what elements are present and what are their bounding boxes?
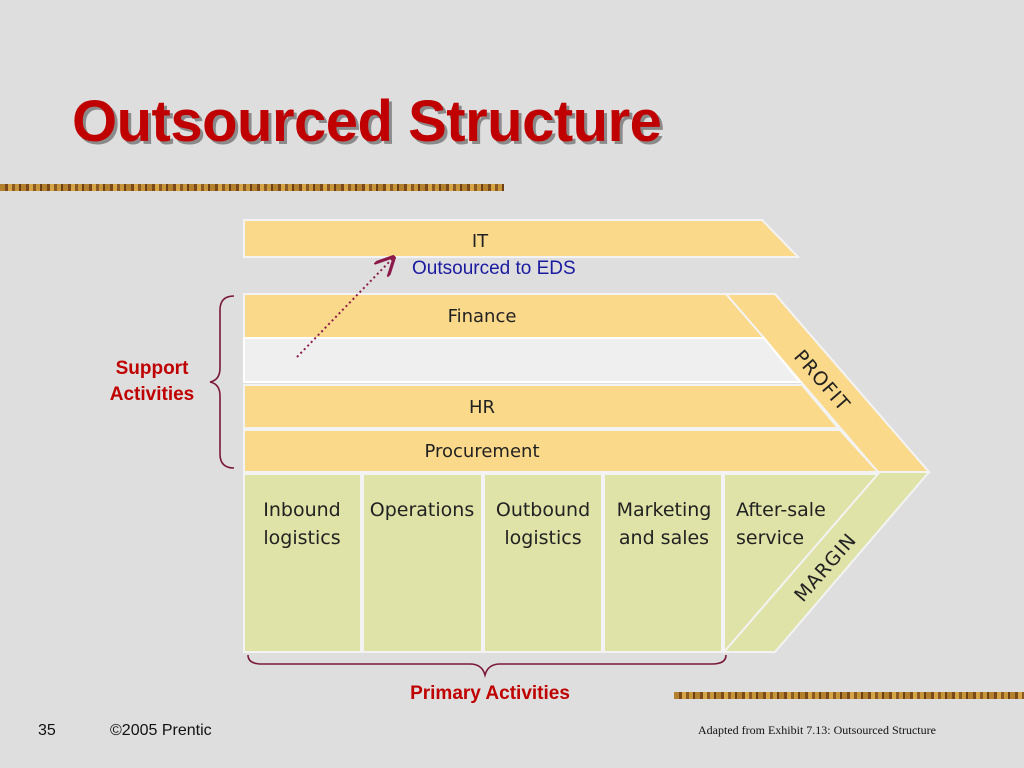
primary-box-marketing [603, 473, 723, 653]
primary-label-outbound-1: Outbound [496, 499, 590, 521]
support-bar-blank [243, 337, 803, 383]
primary-box-service [723, 473, 881, 655]
profit-wedge [723, 293, 932, 473]
slide-title: Outsourced Structure [72, 89, 662, 154]
primary-label-inbound-2: logistics [263, 527, 340, 549]
primary-label-marketing-1: Marketing [617, 499, 712, 521]
page-number: 35 [38, 722, 56, 739]
primary-label-outbound-2: logistics [504, 527, 581, 549]
primary-box-inbound [243, 473, 362, 653]
copyright-text: ©2005 Prentic [110, 722, 212, 739]
primary-box-operations [362, 473, 483, 653]
support-label-hr: HR [469, 397, 495, 418]
it-bar [243, 219, 801, 258]
support-label-finance: Finance [448, 306, 517, 327]
primary-activities-label: Primary Activities [410, 683, 570, 704]
support-bar-procurement [243, 429, 881, 473]
support-bar-hr [243, 384, 841, 429]
decorative-band-top [0, 184, 504, 191]
primary-label-operations: Operations [370, 499, 474, 521]
primary-brace [247, 654, 727, 679]
support-activities-label-line-1: Support [115, 358, 189, 379]
primary-label-service-1: After-sale [736, 499, 826, 521]
primary-label-marketing-2: and sales [619, 527, 709, 549]
it-label: IT [472, 231, 489, 252]
support-activities-label: Support Activities [96, 356, 208, 408]
support-label-procurement: Procurement [424, 441, 539, 462]
support-activities-label-line-2: Activities [109, 384, 195, 405]
decorative-band-bottom [674, 692, 1024, 699]
primary-label-inbound-1: Inbound [263, 499, 340, 521]
source-note: Adapted from Exhibit 7.13: Outsourced St… [698, 723, 936, 737]
primary-label-service-2: service [736, 527, 804, 549]
outsourced-note: Outsourced to EDS [412, 258, 576, 279]
primary-box-outbound [483, 473, 603, 653]
support-brace [209, 295, 235, 469]
